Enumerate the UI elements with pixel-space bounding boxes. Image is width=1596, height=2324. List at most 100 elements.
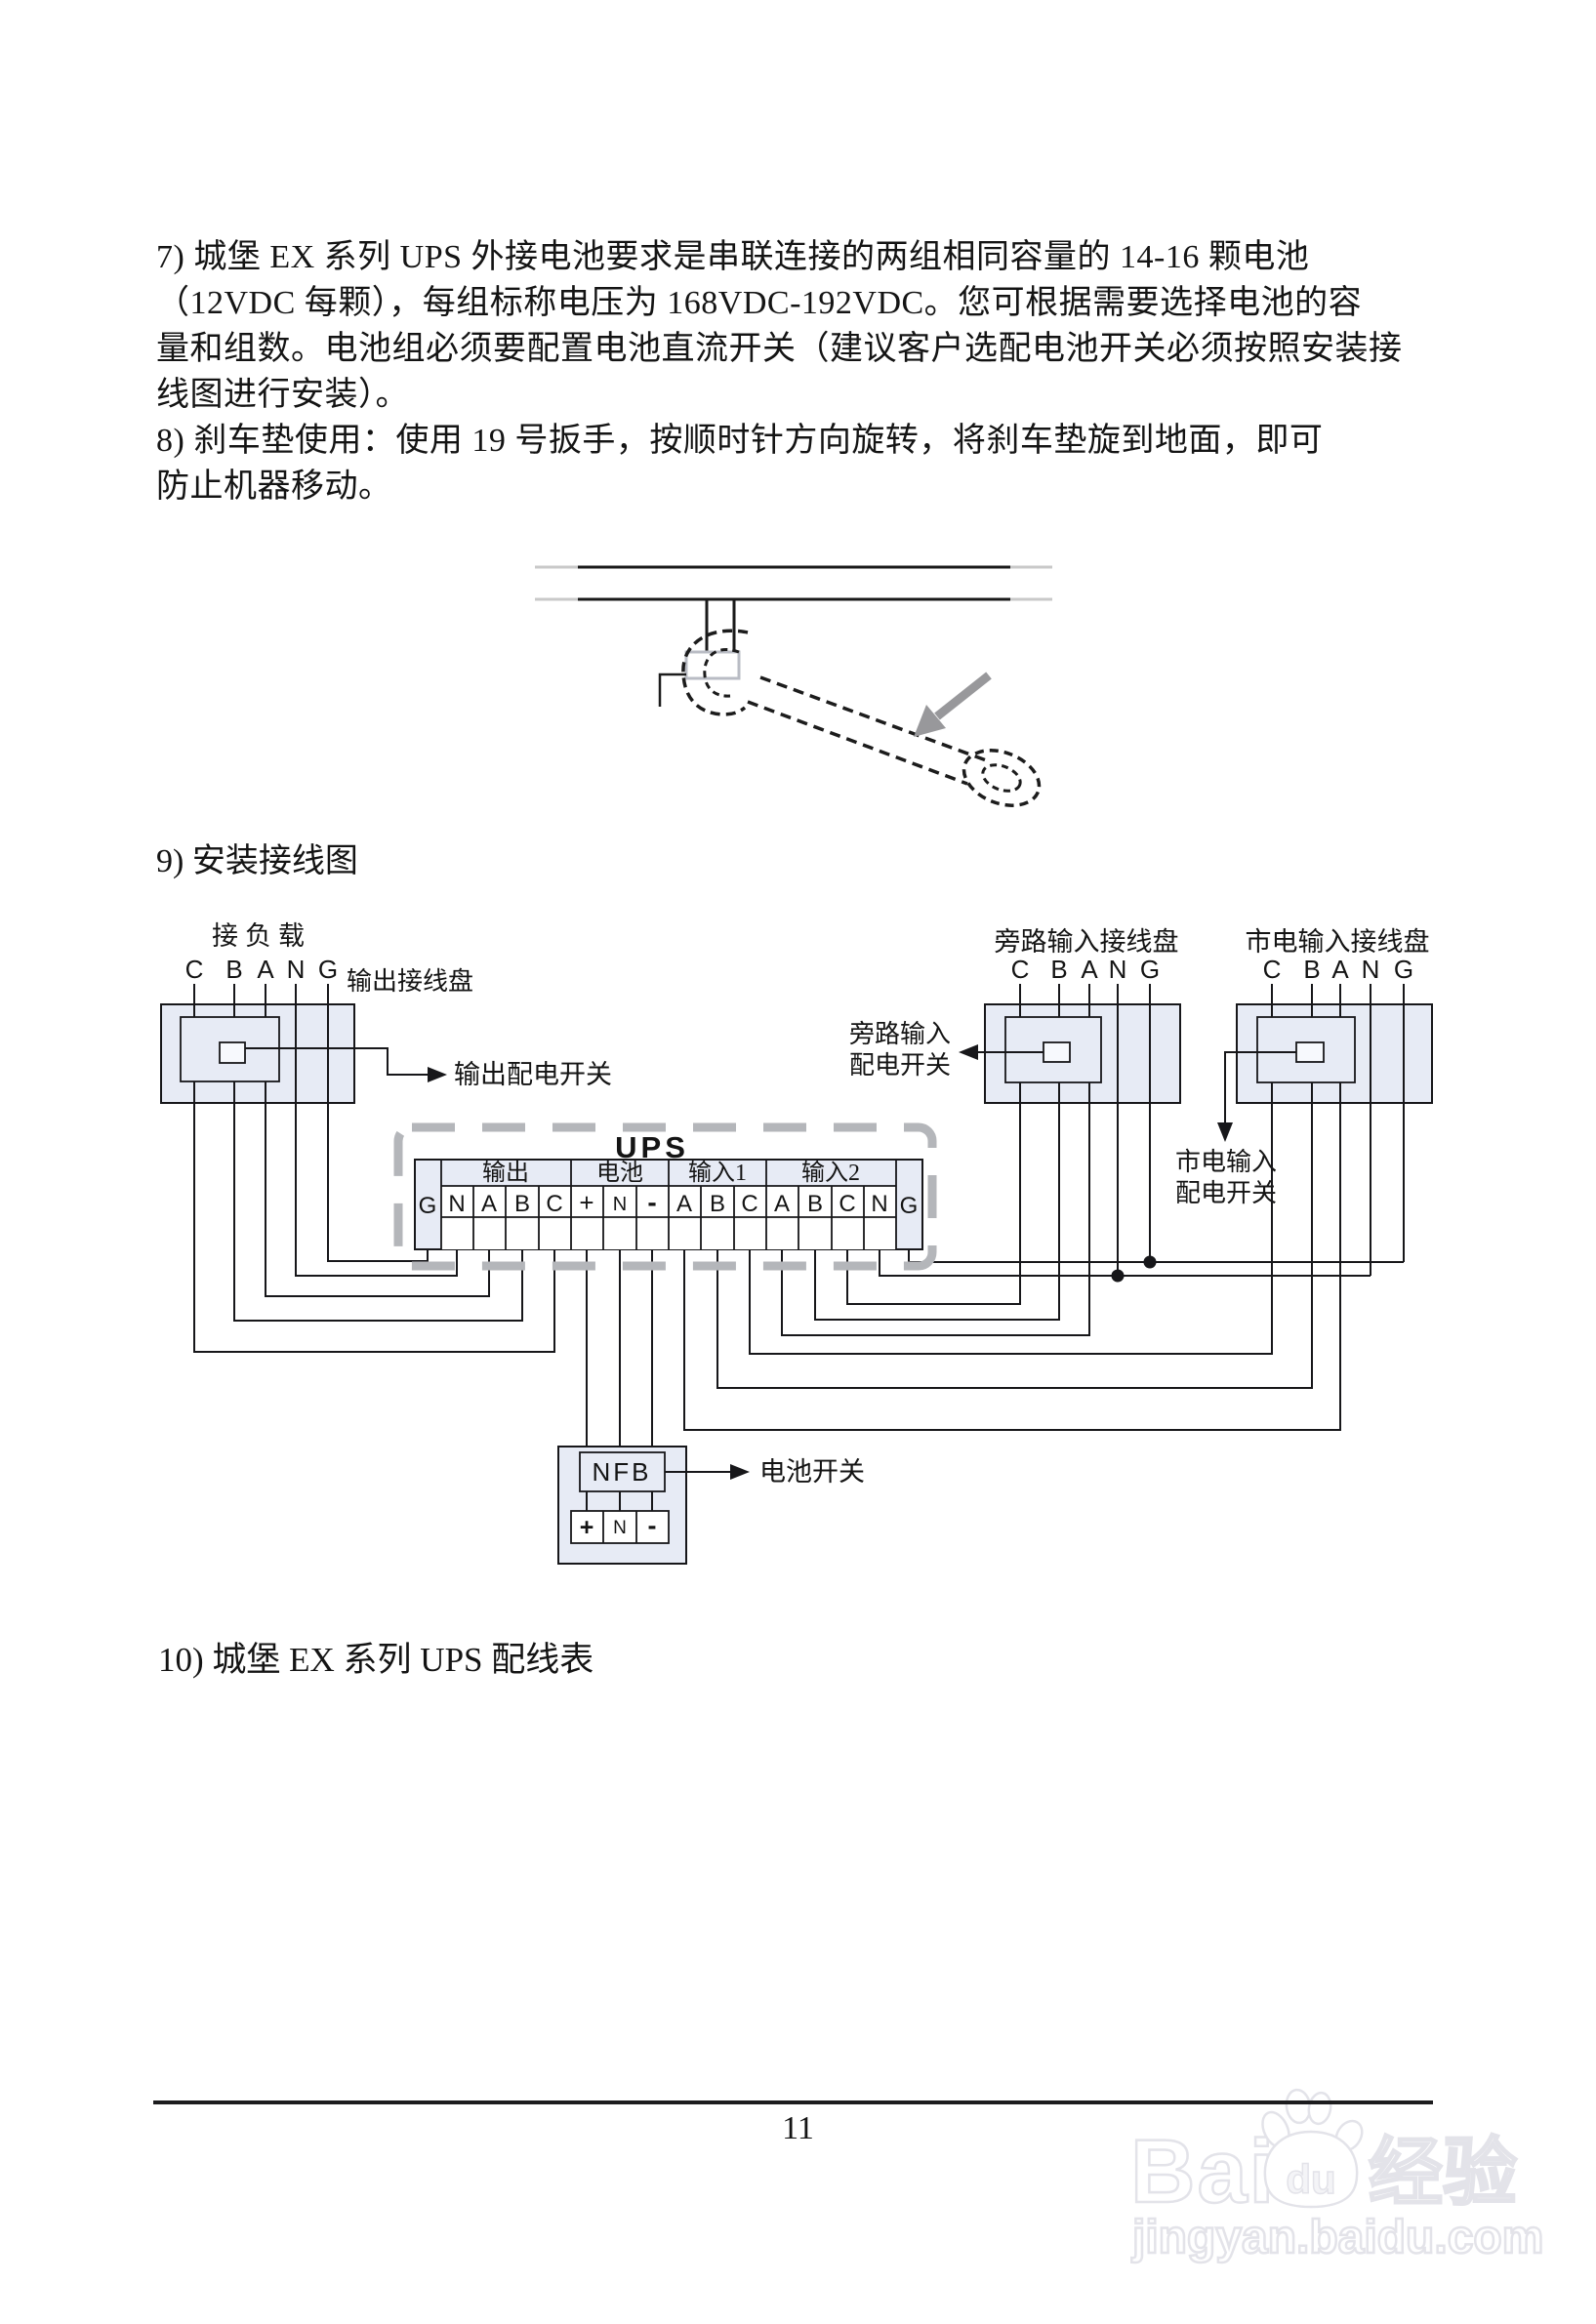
watermark-du-text: du <box>1286 2156 1335 2202</box>
wire-mains-a <box>683 1082 1341 1431</box>
paw-pad-icon <box>1263 2130 1359 2209</box>
wrench-ring-hole <box>981 763 1022 793</box>
section-heading-10: 10) 城堡 EX 系列 UPS 配线表 <box>158 1641 594 1679</box>
wire-output-c <box>193 1081 555 1353</box>
mains-terminal-n: N <box>1362 955 1380 984</box>
installation-wiring-diagram: 接负载 C B A N G 输出接线盘 输出配电开关 旁路输入接线盘 C B A <box>160 921 1433 1565</box>
ups-table-grid <box>440 1160 897 1249</box>
ups-cell: C <box>741 1191 757 1217</box>
footer-rule <box>153 2100 1433 2104</box>
mains-switch-leader <box>1224 1051 1296 1122</box>
paragraph-line: 线图进行安装）。 <box>156 377 409 413</box>
nfb-internal-stubs <box>586 1491 653 1511</box>
ups-cell: A <box>676 1191 692 1217</box>
bypass-switch-label-2: 配电开关 <box>849 1051 951 1080</box>
bypass-terminal-block: 旁路输入接线盘 C B A N G 旁路输入 配电开关 <box>849 927 1181 1104</box>
wire-output-b <box>233 1081 523 1322</box>
brake-pad-nut <box>684 650 741 680</box>
bypass-switch-arrowhead <box>959 1044 978 1060</box>
ups-cell: N <box>613 1194 627 1215</box>
output-terminal-c: C <box>185 955 204 984</box>
wire-neutral-bus <box>879 984 1371 1277</box>
output-terminal-n: N <box>287 955 306 984</box>
nfb-terminal-minus: - <box>648 1511 657 1540</box>
paragraph-line: 7) 城堡 EX 系列 UPS 外接电池要求是串联连接的两组相同容量的 14-1… <box>156 239 1310 275</box>
body-text: 7) 城堡 EX 系列 UPS 外接电池要求是串联连接的两组相同容量的 14-1… <box>156 234 1403 510</box>
mains-terminal-block: 市电输入接线盘 C B A N G 市电输入 配电开关 <box>1175 927 1433 1207</box>
rotate-direction-arrow <box>934 672 992 720</box>
watermark-brand-text: Bai <box>1130 2122 1276 2222</box>
output-terminal-b: B <box>225 955 242 984</box>
wire-mains-c <box>749 1082 1273 1355</box>
ups-cell: N <box>871 1191 887 1217</box>
output-leader-wires <box>193 984 266 1017</box>
ups-group-battery: 电池 <box>596 1160 643 1186</box>
paragraph-line: （12VDC 每颗），每组标称电压为 168VDC-192VDC。您可根据需要选… <box>156 285 1363 321</box>
bypass-terminal-n: N <box>1109 955 1127 984</box>
output-switch-contact <box>219 1041 246 1064</box>
section-heading-9: 9) 安装接线图 <box>156 843 358 879</box>
ups-dashed-outline <box>393 1122 937 1271</box>
wire-battery <box>586 1249 653 1452</box>
ups-group-output: 输出 <box>482 1160 529 1186</box>
ups-cell: C <box>546 1191 562 1217</box>
mains-switch-label-1: 市电输入 <box>1175 1148 1277 1176</box>
output-panel-label: 输出接线盘 <box>347 967 473 996</box>
paragraph-line: 8) 刹车垫使用：使用 19 号扳手，按顺时针方向旋转，将刹车垫旋到地面，即可 <box>156 423 1324 459</box>
wire-bypass-c <box>846 1082 1021 1305</box>
mains-panel-label: 市电输入接线盘 <box>1246 927 1430 957</box>
wrench-handle <box>759 675 990 763</box>
mains-terminal-b: B <box>1303 955 1320 984</box>
baidu-jingyan-watermark: Bai du 经验 jingyan.baidu.com <box>1129 2088 1545 2264</box>
output-switch-arrowhead <box>428 1067 447 1082</box>
ups-cell: B <box>514 1191 530 1217</box>
nfb-terminal-plus: + <box>580 1514 594 1541</box>
paragraph-line: 量和组数。电池组必须要配置电池直流开关（建议客户选配电池开关必须按照安装接 <box>156 331 1403 367</box>
ups-cell-plus: + <box>579 1188 593 1217</box>
output-terminal-g: G <box>318 955 338 984</box>
nfb-terminal-row <box>570 1510 670 1544</box>
nfb-terminal-dividers <box>602 1511 637 1543</box>
bypass-panel-label: 旁路输入接线盘 <box>995 927 1179 957</box>
ground-junction-dot <box>1143 1255 1157 1269</box>
ups-cell-minus: - <box>647 1187 656 1217</box>
ups-unit: UPS 输出 电池 输入1 输入2 G N A B C + N - A B C … <box>393 1122 937 1271</box>
nfb-terminal-n: N <box>613 1518 627 1538</box>
wire-output-n <box>295 984 458 1277</box>
load-label: 接负载 <box>212 921 311 951</box>
wire-mains-b <box>716 1082 1313 1389</box>
output-terminal-a: A <box>257 955 274 984</box>
ups-cell: A <box>481 1191 497 1217</box>
ups-cell: A <box>774 1191 790 1217</box>
ups-group-input1: 输入1 <box>688 1160 747 1186</box>
nfb-block: NFB + N - 电池开关 <box>557 1446 865 1565</box>
wrench-jaw-inner <box>703 648 740 698</box>
watermark-domain-text: jingyan.baidu.com <box>1131 2212 1543 2263</box>
ups-cell: C <box>839 1191 855 1217</box>
wire-bypass-b <box>814 1082 1060 1321</box>
nfb-inner <box>579 1451 666 1492</box>
paw-toe-icon <box>1307 2091 1332 2126</box>
output-switch-label: 输出配电开关 <box>454 1060 612 1089</box>
mains-terminal-c: C <box>1263 955 1282 984</box>
ups-group-input2: 输入2 <box>801 1160 860 1186</box>
wires <box>193 984 1405 1452</box>
bypass-switch-contact <box>1043 1041 1071 1063</box>
bypass-switch-label-1: 旁路输入 <box>849 1020 951 1048</box>
battery-switch-label: 电池开关 <box>759 1457 865 1487</box>
ups-cell-g-right: G <box>900 1193 919 1219</box>
ups-cell: B <box>807 1191 823 1217</box>
mains-switch-label-2: 配电开关 <box>1175 1179 1277 1207</box>
bypass-terminal-g: G <box>1140 955 1160 984</box>
bypass-leader-wires <box>1019 984 1090 1017</box>
watermark-suffix-text: 经验 <box>1369 2133 1517 2215</box>
neutral-junction-dot <box>1111 1269 1125 1283</box>
wire-output-g <box>327 984 429 1262</box>
wire-bypass-a <box>781 1082 1090 1336</box>
brake-pad-foot <box>658 673 686 707</box>
mains-switch-contact <box>1295 1041 1325 1063</box>
ups-cell: B <box>710 1191 725 1217</box>
wrench-ring-end <box>962 749 1042 807</box>
